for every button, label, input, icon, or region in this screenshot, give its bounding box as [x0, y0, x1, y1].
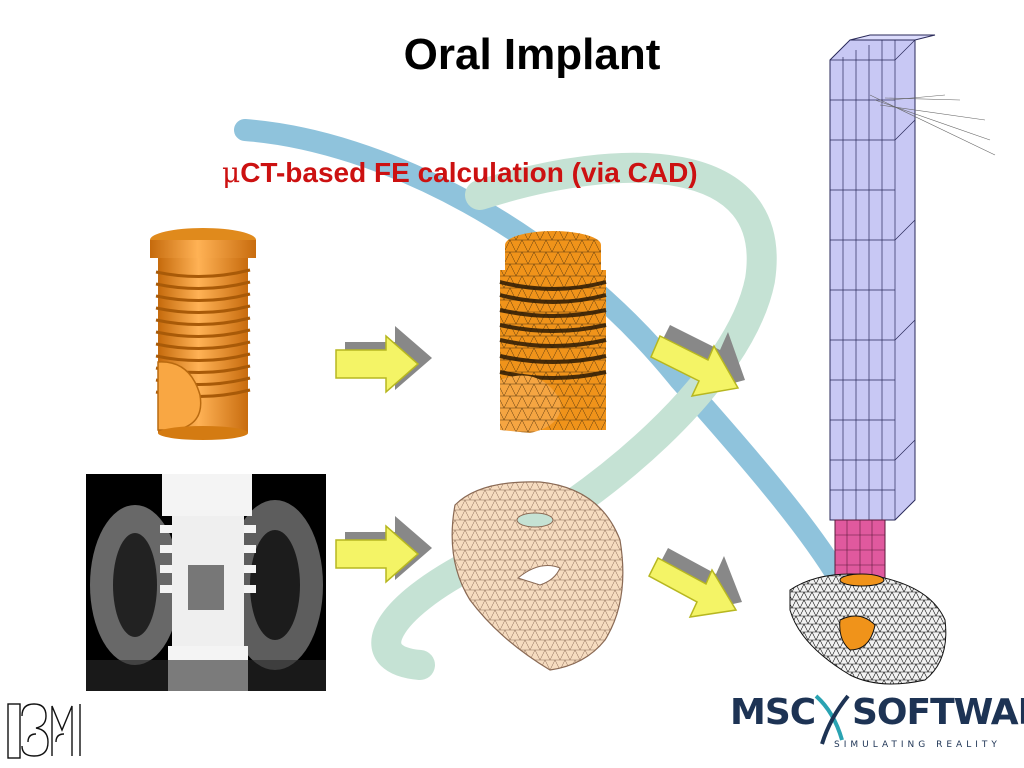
combined-fe-model	[789, 34, 996, 685]
page-subtitle: μCT-based FE calculation (via CAD)	[222, 156, 698, 189]
green-ribbon	[371, 152, 777, 680]
bone-fe-mesh	[451, 481, 624, 671]
blue-ribbon	[234, 119, 851, 591]
msc-software-logo: MSC SOFTWARE SIMULATING REALITY	[730, 688, 1024, 758]
institution-logo	[7, 703, 81, 759]
right-arrow-icon	[335, 516, 432, 584]
right-arrow-icon	[648, 548, 742, 618]
right-arrow-icon	[335, 326, 432, 394]
implant-cad-model	[150, 228, 256, 440]
page-title: Oral Implant	[403, 30, 661, 79]
logo-tagline: SIMULATING REALITY	[834, 740, 1001, 750]
subtitle-mu: μ	[222, 156, 241, 189]
logo-software-text: SOFTWARE	[852, 692, 1024, 733]
logo-msc-text: MSC	[730, 692, 816, 733]
right-arrow-icon	[650, 325, 745, 397]
subtitle-text: CT-based FE calculation (via CAD)	[240, 157, 698, 188]
logo-swoosh-icon	[814, 694, 850, 745]
implant-fe-mesh	[499, 231, 607, 433]
ct-scan-image	[86, 474, 326, 691]
